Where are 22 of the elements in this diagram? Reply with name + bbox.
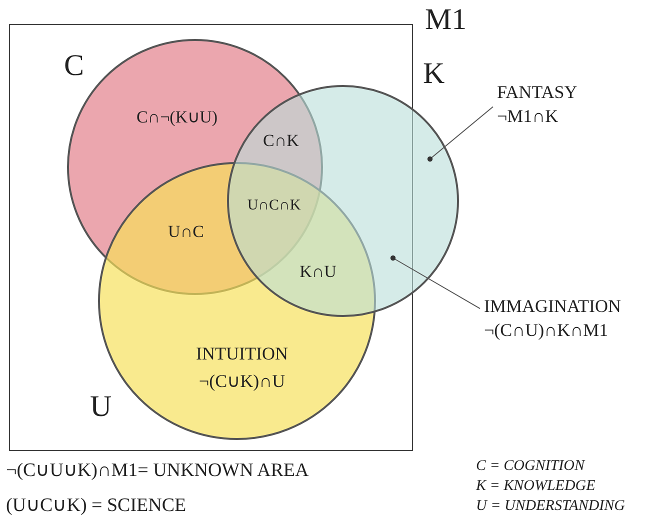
set-label: K bbox=[423, 59, 445, 89]
formula-text: ¬(C∪U∪K)∩M1= UNKNOWN AREA bbox=[6, 459, 309, 482]
region-name: INTUITION bbox=[196, 344, 288, 364]
leader-line bbox=[427, 106, 494, 162]
set-label: C bbox=[64, 51, 84, 81]
region-formula: U∩C∩K bbox=[247, 198, 301, 214]
definition-text: K = KNOWLEDGE bbox=[476, 478, 596, 495]
set-formula: ¬M1∩K bbox=[497, 105, 560, 128]
region-name: IMMAGINATION bbox=[484, 295, 621, 318]
set-label: M1 bbox=[425, 5, 467, 35]
region-formula: C∩K bbox=[263, 131, 299, 151]
formula-text: (U∪C∪K) = SCIENCE bbox=[6, 494, 186, 517]
definition-text: U = UNDERSTANDING bbox=[476, 498, 626, 515]
region-formula: C∩¬(K∪U) bbox=[136, 106, 218, 128]
region-formula: ¬(C∪K)∩U bbox=[198, 370, 286, 392]
set-label: U bbox=[90, 392, 112, 422]
definition-text: C = COGNITION bbox=[476, 458, 584, 475]
leader-line bbox=[390, 255, 480, 310]
region-formula: K∩U bbox=[300, 262, 336, 282]
set-formula: ¬(C∩U)∩K∩M1 bbox=[484, 319, 610, 342]
region-formula: U∩C bbox=[168, 222, 204, 242]
region-name: FANTASY bbox=[497, 81, 578, 104]
